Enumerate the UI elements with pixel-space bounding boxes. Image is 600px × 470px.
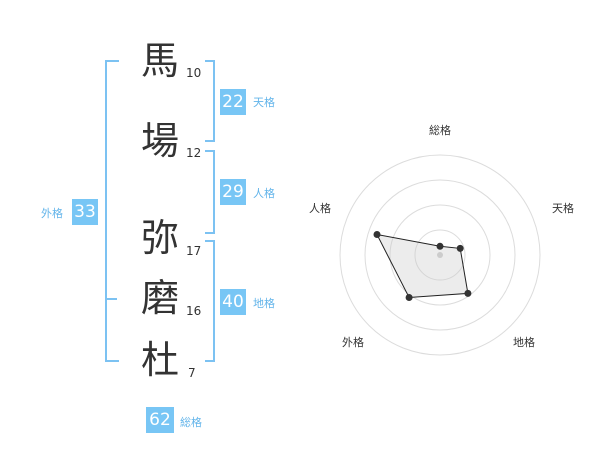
radar-point (373, 231, 381, 238)
axis-label-chikaku: 地格 (513, 335, 535, 349)
radar-point (456, 244, 464, 252)
radar-point (405, 294, 413, 301)
soukaku-label: 総格 (180, 416, 202, 429)
kanji-4: 磨 (140, 276, 179, 320)
stroke-count-4: 16 (186, 304, 202, 318)
jinkaku-label: 人格 (253, 187, 275, 200)
stroke-count-2: 12 (186, 146, 202, 160)
axis-label-soukaku: 総格 (429, 123, 451, 137)
tenkaku-badge: 22 (220, 89, 246, 115)
kanji-2: 場 (140, 119, 179, 163)
radar-ring (339, 154, 541, 356)
axis-label-gaikaku: 外格 (342, 335, 364, 349)
radar-ring (364, 179, 516, 331)
radar-points (373, 231, 472, 301)
stroke-count-1: 10 (186, 66, 202, 80)
axis-label-jinkaku: 人格 (309, 201, 331, 215)
radar-area (376, 233, 469, 299)
gaikaku-badge: 33 (72, 199, 98, 225)
bracket-chikaku (205, 240, 215, 362)
radar-ring (389, 204, 491, 306)
radar-grid (339, 154, 541, 356)
soukaku-badge: 62 (146, 407, 174, 433)
bracket-gaikaku-split (105, 298, 117, 300)
axis-label-tenkaku: 天格 (552, 201, 574, 215)
kanji-5: 杜 (140, 338, 179, 382)
radar-point (436, 242, 444, 250)
bracket-tenkaku (205, 60, 215, 142)
chikaku-label: 地格 (253, 297, 275, 310)
kanji-3: 弥 (140, 216, 179, 260)
stroke-count-3: 17 (186, 244, 202, 258)
radar-point (464, 289, 472, 297)
bracket-jinkaku (205, 150, 215, 234)
radar-center-dot (437, 252, 443, 258)
radar-ring (414, 229, 466, 281)
chikaku-badge: 40 (220, 289, 246, 315)
stroke-count-5: 7 (188, 366, 196, 380)
gaikaku-label: 外格 (41, 207, 63, 220)
kanji-1: 馬 (140, 39, 179, 83)
jinkaku-badge: 29 (220, 179, 246, 205)
bracket-gaikaku (105, 60, 119, 362)
tenkaku-label: 天格 (253, 96, 275, 109)
